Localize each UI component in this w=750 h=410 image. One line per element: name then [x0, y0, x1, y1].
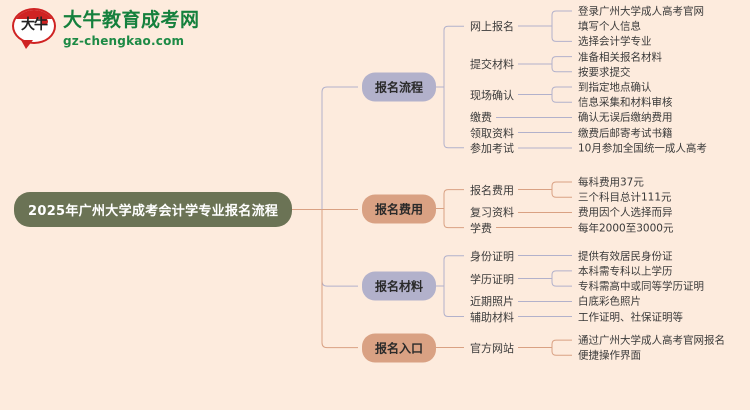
- sub-node-2-0: 身份证明: [470, 249, 514, 263]
- sub-node-1-0: 报名费用: [470, 183, 514, 197]
- leaf-node-2-3-0: 工作证明、社保证明等: [578, 311, 683, 324]
- leaf-node-0-3-0: 确认无误后缴纳费用: [578, 111, 673, 124]
- leaf-node-1-0-0: 每科费用37元: [578, 176, 644, 189]
- leaf-node-0-2-0: 到指定地点确认: [578, 81, 652, 94]
- leaf-node-3-0-1: 便捷操作界面: [578, 349, 641, 362]
- sub-node-1-1: 复习资料: [470, 206, 514, 220]
- sub-node-2-3: 辅助材料: [470, 310, 514, 324]
- leaf-node-1-2-0: 每年2000至3000元: [578, 222, 674, 235]
- branch-node-1[interactable]: 报名费用: [362, 194, 437, 224]
- logo-url: gz-chengkao.com: [63, 34, 185, 48]
- sub-node-0-0: 网上报名: [470, 20, 514, 34]
- branch-node-0[interactable]: 报名流程: [362, 72, 437, 102]
- sub-node-2-2: 近期照片: [470, 295, 514, 309]
- leaf-node-0-0-1: 填写个人信息: [578, 20, 641, 33]
- leaf-node-0-2-1: 信息采集和材料审核: [578, 96, 673, 109]
- sub-node-3-0: 官方网站: [470, 341, 514, 355]
- leaf-node-2-2-0: 白底彩色照片: [578, 295, 641, 308]
- site-logo: 大牛 大牛教育成考网 gz-chengkao.com: [12, 8, 200, 50]
- leaf-node-3-0-0: 通过广州大学成人高考官网报名: [578, 334, 725, 347]
- sub-node-0-4: 领取资料: [470, 126, 514, 140]
- sub-node-0-3: 缴费: [470, 111, 492, 125]
- sub-node-0-5: 参加考试: [470, 141, 514, 155]
- sub-node-0-2: 现场确认: [470, 88, 514, 102]
- leaf-node-1-1-0: 费用因个人选择而异: [578, 206, 673, 219]
- sub-node-1-2: 学费: [470, 221, 492, 235]
- leaf-node-0-0-2: 选择会计学专业: [578, 35, 652, 48]
- leaf-node-0-1-0: 准备相关报名材料: [578, 51, 662, 64]
- leaf-node-2-0-0: 提供有效居民身份证: [578, 250, 673, 263]
- branch-node-3[interactable]: 报名入口: [362, 333, 437, 363]
- branch-node-2[interactable]: 报名材料: [362, 271, 437, 301]
- leaf-node-0-5-0: 10月参加全国统一成人高考: [578, 142, 707, 155]
- logo-mark-text: 大牛: [21, 17, 48, 33]
- sub-node-2-1: 学历证明: [470, 272, 514, 286]
- sub-node-0-1: 提交材料: [470, 58, 514, 72]
- leaf-node-0-4-0: 缴费后邮寄考试书籍: [578, 127, 673, 140]
- logo-bubble-icon: 大牛: [12, 8, 56, 50]
- leaf-node-0-1-1: 按要求提交: [578, 66, 631, 79]
- leaf-node-2-1-0: 本科需专科以上学历: [578, 265, 673, 278]
- leaf-node-1-0-1: 三个科目总计111元: [578, 191, 672, 204]
- leaf-node-0-0-0: 登录广州大学成人高考官网: [578, 5, 704, 18]
- leaf-node-2-1-1: 专科需高中或同等学历证明: [578, 280, 704, 293]
- mindmap-root-node: 2025年广州大学成考会计学专业报名流程: [14, 192, 293, 227]
- logo-brand-name: 大牛教育成考网: [63, 9, 200, 31]
